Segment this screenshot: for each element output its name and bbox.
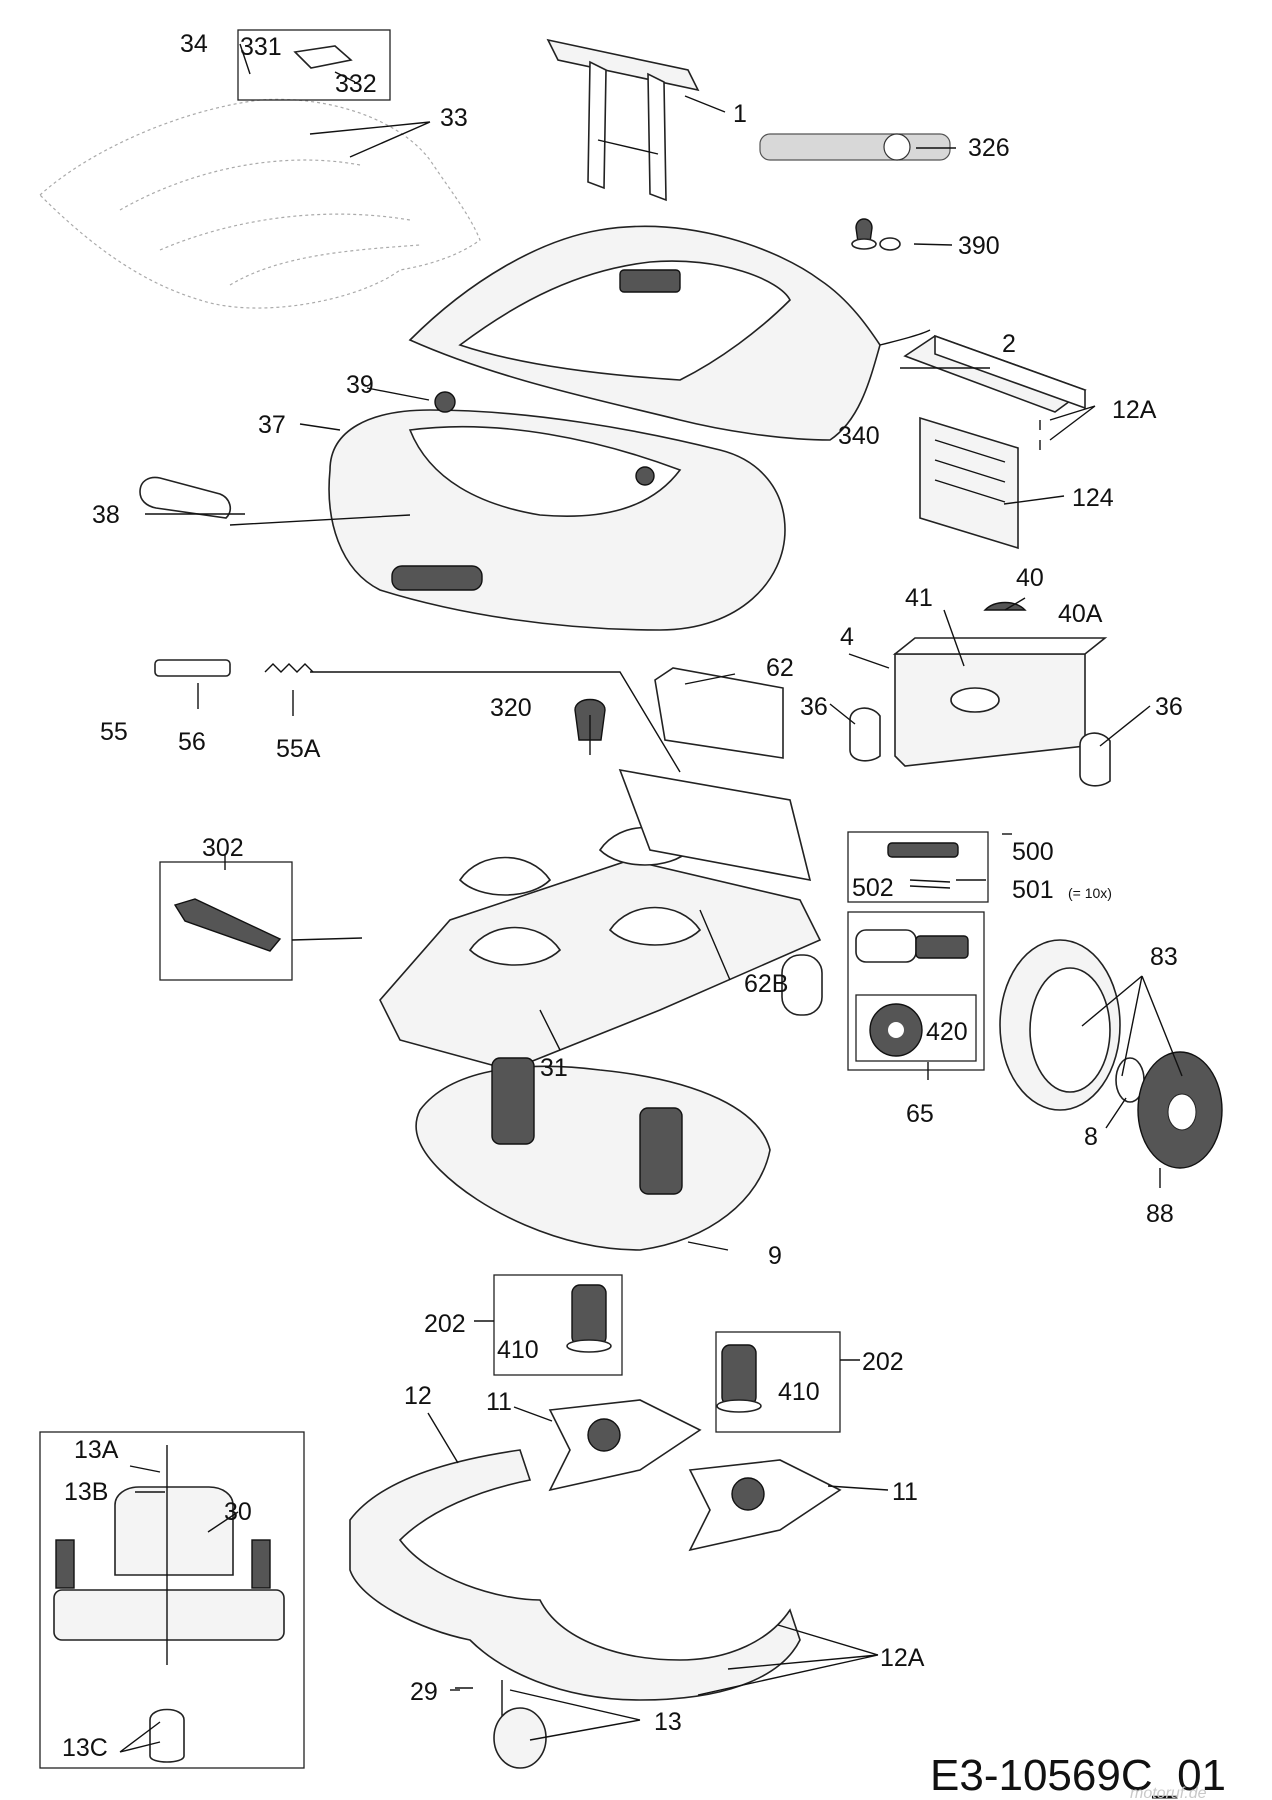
part-38-handle [139, 476, 232, 519]
inset-box-34 [237, 29, 391, 101]
part-83-wheel [999, 939, 1121, 1111]
label-83: 83 [1150, 943, 1178, 971]
label-124: 124 [1072, 484, 1114, 512]
label-420: 420 [926, 1018, 968, 1046]
part-65-drive-motor [855, 929, 969, 963]
label-13: 13 [654, 1708, 682, 1736]
label-202-left: 202 [424, 1310, 466, 1338]
part-1-handle [546, 38, 700, 202]
label-31: 31 [540, 1054, 568, 1082]
part-37-body-shell [328, 409, 786, 631]
part-410-motor-right [716, 1344, 762, 1413]
part-13-front-wheel [493, 1680, 547, 1769]
inset-box-30 [39, 1431, 305, 1769]
label-331: 331 [240, 33, 282, 61]
label-36-left: 36 [800, 693, 828, 721]
label-332: 332 [335, 70, 377, 98]
part-502-pins [909, 879, 951, 889]
part-390-knob [851, 218, 901, 251]
label-34: 34 [180, 30, 208, 58]
part-39-knob [434, 391, 655, 486]
part-88-hubcap [1137, 1051, 1223, 1169]
part-2-cover [903, 334, 1087, 413]
label-33: 33 [440, 104, 468, 132]
label-13C: 13C [62, 1734, 108, 1762]
part-31-chassis [379, 768, 823, 1071]
leader-lines [119, 43, 1183, 1753]
label-38: 38 [92, 501, 120, 529]
part-12-bumper [349, 1449, 801, 1701]
label-39: 39 [346, 371, 374, 399]
label-302: 302 [202, 834, 244, 862]
label-11-left: 11 [486, 1388, 512, 1416]
label-55: 55 [100, 718, 128, 746]
label-62B: 62B [744, 970, 788, 998]
label-36-right: 36 [1155, 693, 1183, 721]
label-29: 29 [410, 1678, 438, 1706]
label-340: 340 [838, 422, 880, 450]
part-9-base-plate [415, 1057, 771, 1251]
part-55A-spring [264, 663, 314, 673]
part-420-disc [869, 1003, 923, 1057]
label-40A: 40A [1058, 600, 1103, 628]
part-36-left-clip [849, 707, 881, 762]
label-11-right: 11 [892, 1478, 918, 1506]
part-36-right-clip [1079, 732, 1111, 787]
label-502: 502 [852, 874, 894, 902]
part-124-circuit-board [919, 416, 1019, 550]
part-326-sticker-strip [759, 133, 951, 161]
part-11-blade-disc-right [688, 1459, 842, 1552]
inset-box-202-left [493, 1274, 623, 1376]
part-500-bolt [887, 842, 959, 858]
part-33-cover-ghost [39, 98, 481, 309]
part-11-blade-disc-left [548, 1399, 702, 1492]
diagram-code: E3-10569C_01 [930, 1751, 1226, 1800]
label-40: 40 [1016, 564, 1044, 592]
label-12A-top: 12A [1112, 396, 1157, 424]
label-501: 501 [1012, 876, 1054, 904]
label-13A: 13A [74, 1436, 119, 1464]
upper-housing [408, 225, 931, 441]
label-410-left: 410 [497, 1336, 539, 1364]
part-302-bracket [173, 898, 282, 952]
inset-box-500 [847, 831, 989, 903]
callout-labels: 34 331 332 33 1 326 390 2 12A 340 124 39… [62, 30, 1183, 1762]
part-4-battery-box [892, 601, 1108, 767]
label-9: 9 [768, 1242, 782, 1270]
label-37: 37 [258, 411, 286, 439]
inset-box-65 [847, 911, 985, 1071]
label-4: 4 [840, 623, 854, 651]
label-62: 62 [766, 654, 794, 682]
label-12A-bottom: 12A [880, 1644, 925, 1672]
note-501-quantity: (= 10x) [1068, 885, 1112, 901]
label-2: 2 [1002, 330, 1016, 358]
label-56: 56 [178, 728, 206, 756]
part-56-fuse [154, 659, 231, 677]
part-331-332-clip [293, 45, 353, 69]
label-12: 12 [404, 1382, 432, 1410]
inset-box-420 [855, 994, 977, 1062]
label-500: 500 [1012, 838, 1054, 866]
part-30-height-adjuster [53, 1445, 285, 1763]
label-1: 1 [733, 100, 747, 128]
label-8: 8 [1084, 1123, 1098, 1151]
label-202-right: 202 [862, 1348, 904, 1376]
label-326: 326 [968, 134, 1010, 162]
label-55A: 55A [276, 735, 321, 763]
label-65: 65 [906, 1100, 934, 1128]
inset-box-302 [159, 861, 293, 981]
label-30: 30 [224, 1498, 252, 1526]
label-41: 41 [905, 584, 933, 612]
label-390: 390 [958, 232, 1000, 260]
label-13B: 13B [64, 1478, 108, 1506]
label-410-right: 410 [778, 1378, 820, 1406]
watermark: motoruf.de [1130, 1785, 1207, 1800]
part-410-motor-left [566, 1284, 612, 1353]
label-320: 320 [490, 694, 532, 722]
part-62-block [654, 667, 784, 759]
label-88: 88 [1146, 1200, 1174, 1228]
inset-box-202-right [715, 1331, 841, 1433]
